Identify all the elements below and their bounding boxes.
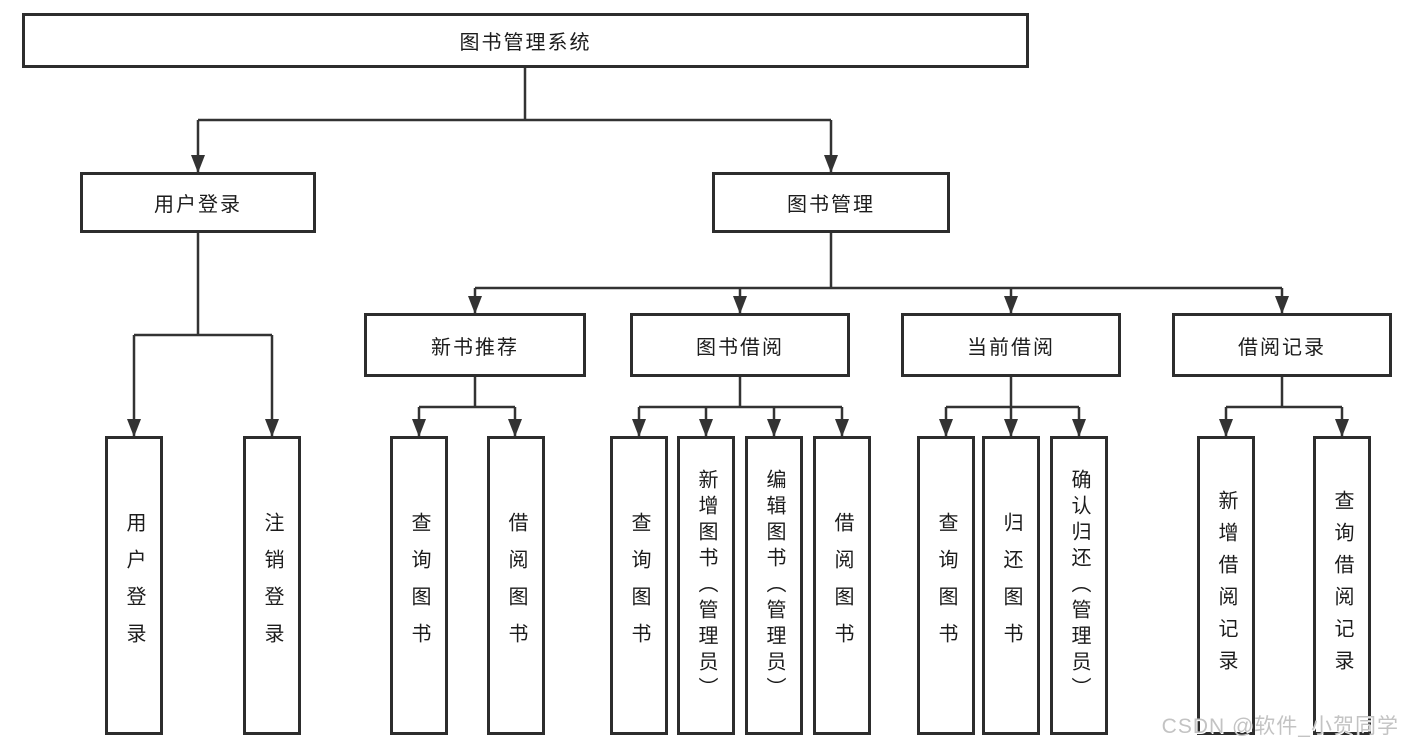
leaf-label: 新增图书（管理员） [695, 468, 717, 703]
node-user-login: 用户登录 [80, 172, 316, 233]
leaf-query-books-1: 查询图书 [390, 436, 448, 735]
leaf-return-books: 归还图书 [982, 436, 1040, 735]
leaf-user-login: 用户登录 [105, 436, 163, 735]
leaf-edit-books-admin: 编辑图书（管理员） [745, 436, 803, 735]
leaf-label: 新增借阅记录 [1215, 489, 1237, 682]
node-borrow-records: 借阅记录 [1172, 313, 1392, 377]
leaf-add-borrow-record: 新增借阅记录 [1197, 436, 1255, 735]
node-borrow-records-label: 借阅记录 [1238, 336, 1326, 359]
leaf-query-books-2: 查询图书 [610, 436, 668, 735]
leaf-label: 确认归还（管理员） [1068, 468, 1090, 703]
node-user-login-label: 用户登录 [154, 194, 242, 216]
node-new-books-label: 新书推荐 [431, 336, 519, 359]
leaf-borrow-books-2: 借阅图书 [813, 436, 871, 735]
csdn-watermark: CSDN @软件_小贺同学 [1161, 715, 1399, 738]
leaf-label: 查询图书 [408, 511, 430, 660]
leaf-query-borrow-record: 查询借阅记录 [1313, 436, 1371, 735]
node-current-borrow: 当前借阅 [901, 313, 1121, 377]
node-root-label: 图书管理系统 [459, 32, 592, 54]
node-root: 图书管理系统 [22, 13, 1029, 68]
leaf-label: 查询图书 [628, 511, 650, 660]
leaf-label: 归还图书 [1000, 511, 1022, 660]
leaf-label: 查询图书 [935, 511, 957, 660]
leaf-label: 编辑图书（管理员） [763, 468, 785, 703]
node-book-mgmt: 图书管理 [712, 172, 950, 233]
node-new-books: 新书推荐 [364, 313, 586, 377]
leaf-label: 查询借阅记录 [1331, 489, 1353, 682]
leaf-borrow-books-1: 借阅图书 [487, 436, 545, 735]
node-book-borrow-label: 图书借阅 [696, 336, 784, 359]
node-book-borrow: 图书借阅 [630, 313, 850, 377]
connector-path [134, 68, 1342, 409]
leaf-confirm-return-admin: 确认归还（管理员） [1050, 436, 1108, 735]
leaf-label: 借阅图书 [505, 511, 527, 660]
leaf-label: 借阅图书 [831, 511, 853, 660]
leaf-add-books-admin: 新增图书（管理员） [677, 436, 735, 735]
leaf-query-books-3: 查询图书 [917, 436, 975, 735]
leaf-label: 用户登录 [123, 511, 145, 660]
node-book-mgmt-label: 图书管理 [787, 194, 875, 216]
leaf-logout: 注销登录 [243, 436, 301, 735]
node-current-borrow-label: 当前借阅 [967, 336, 1055, 359]
leaf-label: 注销登录 [261, 511, 283, 660]
